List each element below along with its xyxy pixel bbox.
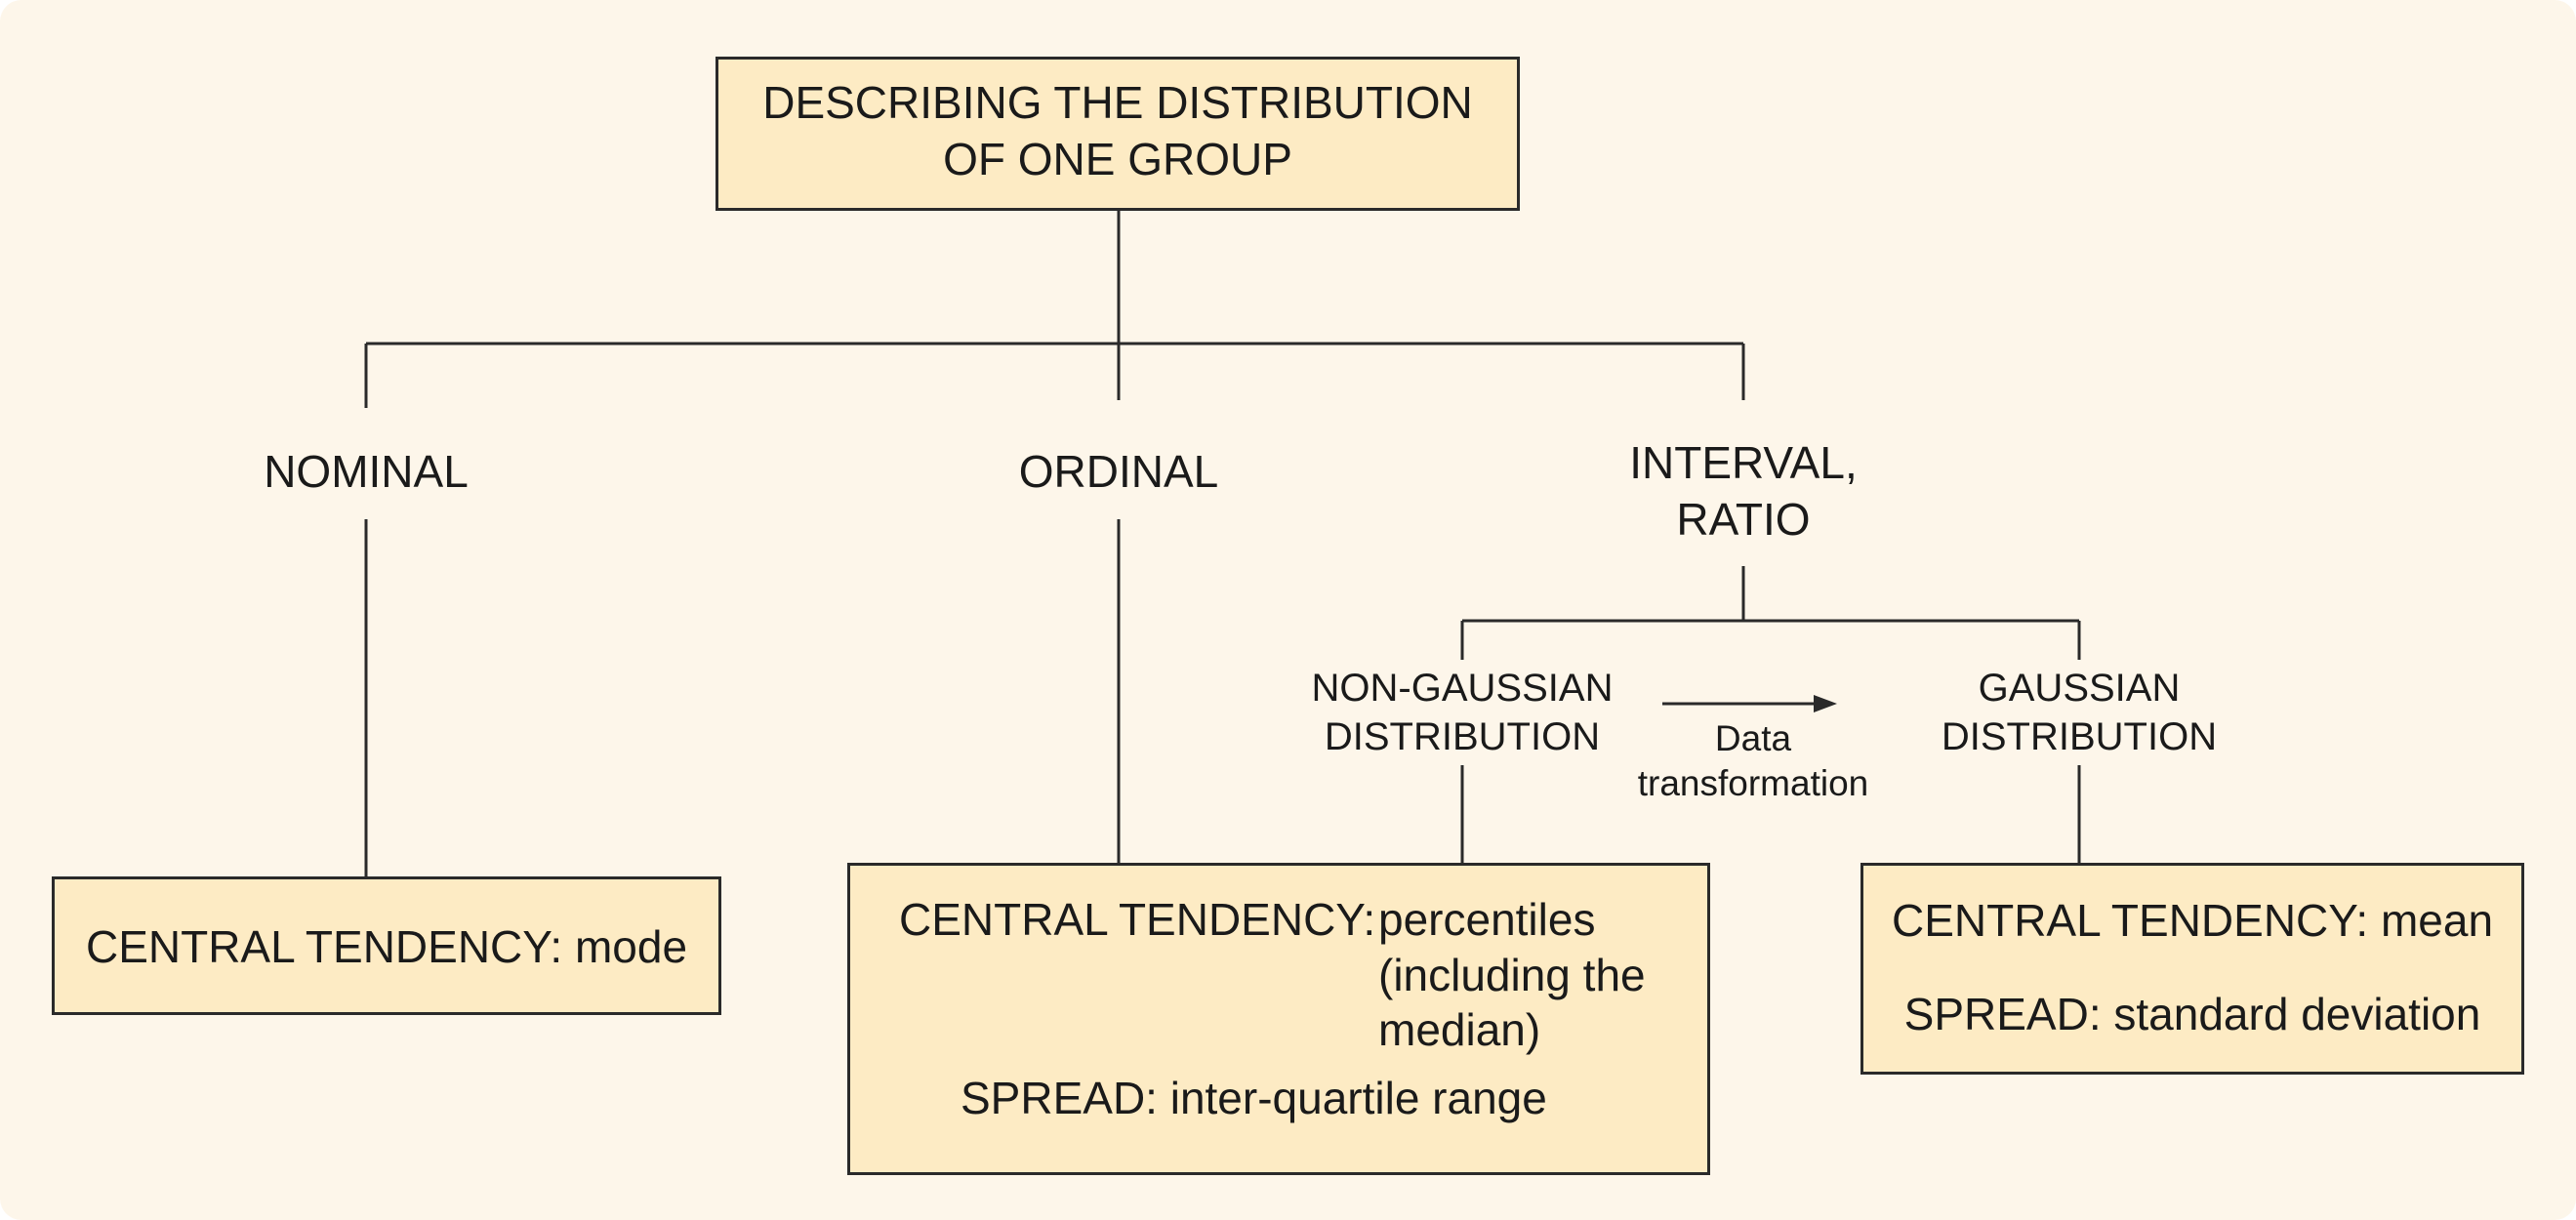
- category-nominal: NOMINAL: [264, 446, 469, 497]
- transformation-line1: Data: [1714, 718, 1792, 758]
- ordinal-central-tendency-value: percentiles (including the median): [1378, 892, 1646, 1058]
- ordinal-value-line3: median): [1378, 1004, 1541, 1056]
- root-title: DESCRIBING THE DISTRIBUTION OF ONE GROUP: [718, 75, 1517, 187]
- non-gaussian-line2: DISTRIBUTION: [1324, 715, 1601, 758]
- gaussian-line2: DISTRIBUTION: [1941, 715, 2218, 758]
- ordinal-spread: SPREAD: inter-quartile range: [961, 1073, 1547, 1123]
- ordinal-central-tendency-label: CENTRAL TENDENCY:: [899, 894, 1376, 945]
- non-gaussian-line1: NON-GAUSSIAN: [1311, 667, 1614, 710]
- ordinal-result-box: CENTRAL TENDENCY: percentiles (including…: [847, 863, 1710, 1175]
- gaussian-line1: GAUSSIAN: [1978, 667, 2181, 710]
- category-interval-line2: RATIO: [1676, 493, 1811, 545]
- ordinal-value-line2: (including the: [1378, 949, 1646, 1000]
- nominal-result-box: CENTRAL TENDENCY: mode: [52, 876, 721, 1015]
- gaussian-central-tendency: CENTRAL TENDENCY: mean: [1891, 895, 2494, 946]
- root-title-line1: DESCRIBING THE DISTRIBUTION: [762, 77, 1473, 128]
- category-interval-ratio: INTERVAL, RATIO: [1548, 435, 1939, 548]
- non-gaussian-label: NON-GAUSSIAN DISTRIBUTION: [1267, 664, 1657, 761]
- gaussian-result-box: CENTRAL TENDENCY: mean SPREAD: standard …: [1860, 863, 2524, 1075]
- category-interval-line1: INTERVAL,: [1629, 437, 1858, 488]
- category-ordinal: ORDINAL: [1018, 446, 1219, 497]
- root-box: DESCRIBING THE DISTRIBUTION OF ONE GROUP: [716, 57, 1520, 211]
- gaussian-label: GAUSSIAN DISTRIBUTION: [1884, 664, 2274, 761]
- gaussian-spread: SPREAD: standard deviation: [1903, 989, 2481, 1039]
- ordinal-value-line1: percentiles: [1378, 894, 1596, 945]
- transformation-line2: transformation: [1637, 763, 1869, 804]
- root-title-line2: OF ONE GROUP: [943, 133, 1292, 184]
- transformation-arrow-head: [1814, 695, 1837, 712]
- nominal-central-tendency: CENTRAL TENDENCY: mode: [85, 921, 688, 972]
- transformation-label: Data transformation: [1607, 716, 1900, 807]
